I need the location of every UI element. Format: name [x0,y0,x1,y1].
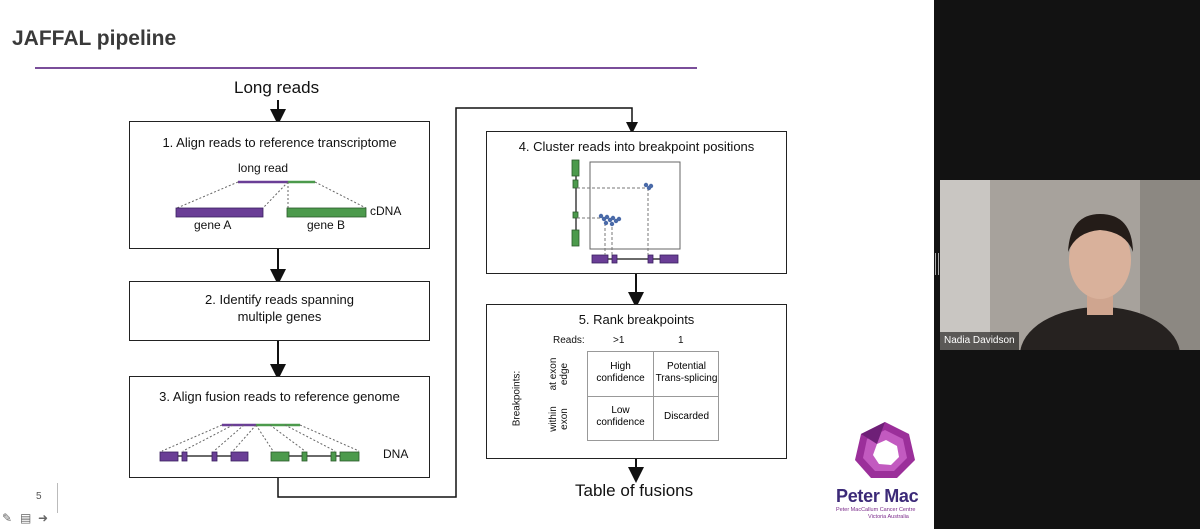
row-within-line1: within [548,406,559,432]
participant-video[interactable] [940,180,1200,350]
rank-grid: High confidence Potential Trans-splicing… [587,351,719,441]
cell-trans-splicing: Potential Trans-splicing [654,361,719,385]
step1-title: 1. Align reads to reference transcriptom… [162,135,397,150]
cell-trans-line2: Trans-splicing [655,373,718,384]
footer-divider [57,483,58,513]
cell-discarded: Discarded [663,411,710,422]
breakpoints-label: Breakpoints: [511,370,523,427]
cell-low-confidence: Low confidence [588,405,653,429]
cdna-label: cDNA [370,204,402,218]
step1-diagram [175,180,367,218]
dna-label: DNA [383,447,409,461]
title-divider [35,67,697,69]
panel-resize-handle[interactable] [935,253,939,275]
cell-trans-line1: Potential [667,361,706,372]
slide-title: JAFFAL pipeline [12,27,177,50]
arrow-right-icon[interactable]: ➜ [38,511,49,525]
breakpoint-cluster-plot [571,159,681,264]
input-label: Long reads [234,78,320,97]
gene-b-label: gene B [307,218,346,232]
output-label: Table of fusions [575,481,694,500]
step2-box: 2. Identify reads spanning multiple gene… [129,281,430,341]
step3-diagram [159,423,360,462]
participant-video-frame [940,180,1200,350]
pen-icon[interactable]: ✎ [2,511,13,525]
notes-icon[interactable]: ▤ [20,511,32,525]
page-number: 5 [36,491,42,502]
step3-title: 3. Align fusion reads to reference genom… [159,389,400,404]
cell-high-confidence: High confidence [588,361,653,385]
step4-box: 4. Cluster reads into breakpoint positio… [486,131,787,274]
step5-box: 5. Rank breakpoints Reads: >1 1 Breakpoi… [486,304,787,459]
cell-high-line1: High [610,361,631,372]
long-read-label: long read [238,161,289,175]
logo-subtitle-1: Peter MacCallum Cancer Centre [836,507,916,513]
cell-low-line1: Low [611,405,630,416]
cell-high-line2: confidence [596,373,645,384]
slide-nav-controls: ✎ ▤ ➜ [2,512,52,524]
reads-label: Reads: [553,335,585,346]
row-label-within: within exon [548,393,570,445]
gene-a-label: gene A [194,218,232,232]
flow-connectors [270,100,644,498]
slide-canvas: JAFFAL pipeline Long reads 1. Align read… [0,0,934,529]
col-header-single: 1 [678,335,684,346]
logo-subtitle-2: Victoria Australia [868,514,909,520]
step5-title: 5. Rank breakpoints [578,312,695,327]
step3-box: 3. Align fusion reads to reference genom… [129,376,430,478]
participant-name-label: Nadia Davidson [940,332,1019,350]
step2-title-line2: multiple genes [237,309,322,324]
col-header-multi: >1 [613,335,625,346]
cell-low-line2: confidence [596,417,645,428]
step2-title-line1: 2. Identify reads spanning [205,292,354,307]
step1-box: 1. Align reads to reference transcriptom… [129,121,430,249]
step4-title: 4. Cluster reads into breakpoint positio… [518,139,755,154]
row-within-line2: exon [559,408,570,430]
peter-mac-logo-text: Peter Mac [836,486,919,506]
peter-mac-logo-mark [855,422,915,478]
